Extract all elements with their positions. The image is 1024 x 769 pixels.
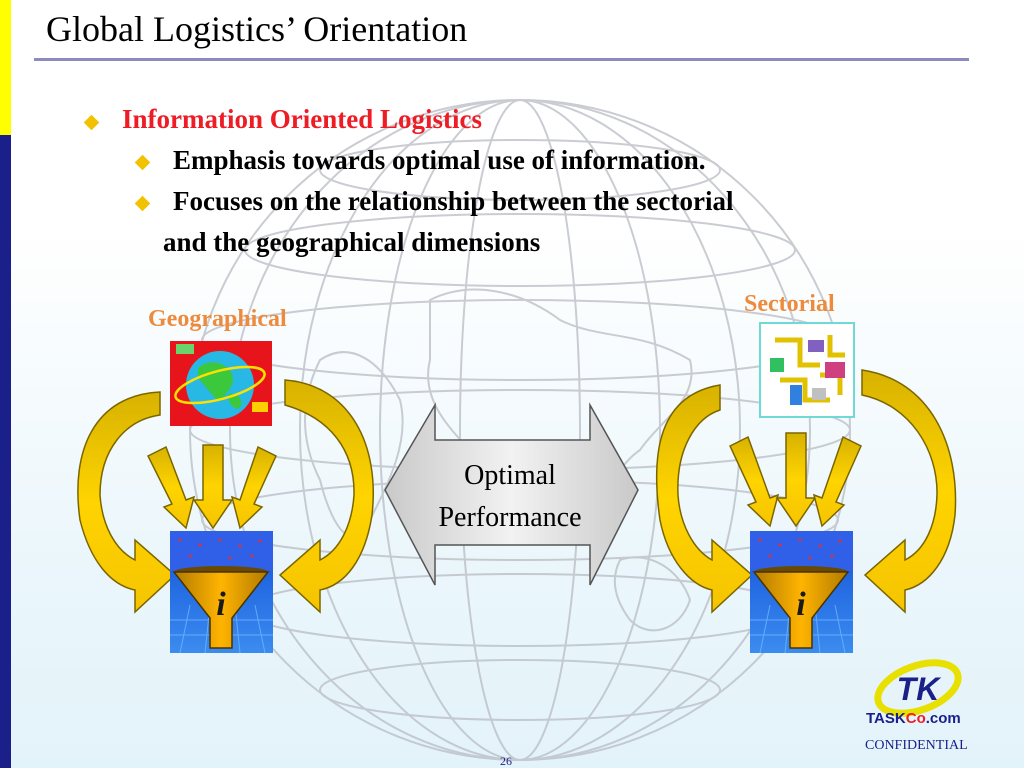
right-curved-arrow-icon-right-group [861,369,957,614]
funnel-symbol-left: i [216,586,226,623]
down-arrows-icon-right [729,432,862,528]
network-picture-icon [759,322,855,418]
center-line-2: Performance [438,502,582,533]
title-divider [34,58,969,61]
right-curved-arrow-icon [278,379,374,614]
bullet-item-continuation: and the geographical dimensions [163,227,541,257]
logo-letters: TK [897,671,943,707]
bullet-item: Emphasis towards optimal use of informat… [173,145,706,175]
company-prefix: TASK [866,710,906,727]
globe-picture-icon [170,341,272,426]
double-arrow-icon [384,402,639,586]
bullet-heading: Information Oriented Logistics [122,104,482,134]
center-line-1: Optimal [464,460,556,491]
bullet-item: Focuses on the relationship between the … [173,186,734,216]
geographical-label: Geographical [148,306,287,332]
optimal-performance-label: Optimal Performance [385,455,635,539]
left-accent-bar [0,0,11,768]
company-name: TASKCo.com [866,710,961,727]
company-mid: Co [905,710,926,727]
funnel-symbol-right: i [796,586,806,623]
down-arrows-icon [146,444,277,530]
left-curved-arrow-icon-right-group [655,384,754,614]
right-funnel-icon: i [750,531,853,654]
slide-title: Global Logistics’ Orientation [46,9,468,49]
page-number: 26 [500,754,512,768]
logo-icon: TK [874,659,962,717]
left-funnel-icon: i [170,531,273,654]
sectorial-label: Sectorial [744,291,835,317]
left-accent-highlight [0,0,11,135]
confidential-label: CONFIDENTIAL [865,738,968,753]
left-curved-arrow-icon [77,391,177,614]
company-suffix: .com [925,710,961,727]
